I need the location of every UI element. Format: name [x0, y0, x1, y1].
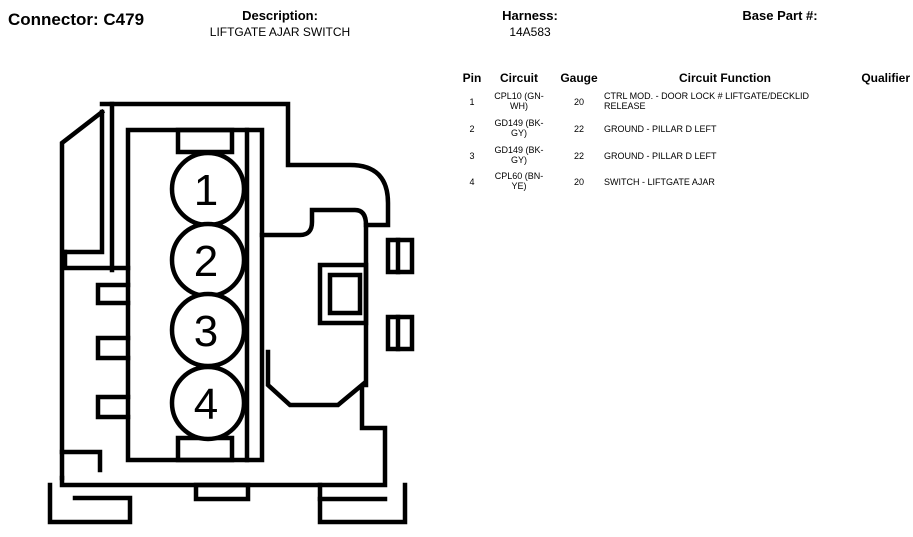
row-function: GROUND - PILLAR D LEFT — [604, 124, 717, 134]
right-shelf — [259, 207, 369, 238]
table-row: 4 CPL60 (BN-YE) 20 SWITCH - LIFTGATE AJA… — [452, 171, 910, 197]
pin-4-circle — [169, 364, 247, 442]
column-header-gauge: Gauge — [560, 71, 598, 85]
description-value: LIFTGATE AJAR SWITCH — [209, 25, 351, 39]
terminal-tab-bottom — [175, 435, 235, 463]
pin-1-label: 1 — [194, 166, 218, 215]
row-function: CTRL MOD. - DOOR LOCK # LIFTGATE/DECKLID… — [604, 91, 810, 111]
row-function: SWITCH - LIFTGATE AJAR — [604, 177, 715, 187]
row-pin: 3 — [469, 151, 475, 161]
housing-left-edge — [59, 108, 106, 481]
pin-3-label: 3 — [194, 307, 218, 356]
table-row: 3 GD149 (BK-GY) 22 GROUND - PILLAR D LEF… — [452, 144, 910, 170]
lock-block-inner — [327, 272, 363, 316]
row-circuit: GD149 (BK-GY) — [494, 118, 544, 138]
lock-block — [317, 262, 369, 326]
column-header-circuit-function: Circuit Function — [679, 71, 771, 85]
connector-title: Connector: C479 — [8, 10, 145, 29]
latch-bottom — [59, 449, 103, 473]
row-circuit: GD149 (BK-GY) — [494, 145, 544, 165]
flange-right — [317, 482, 408, 525]
row-gauge: 20 — [573, 97, 584, 107]
row-pin: 2 — [469, 124, 475, 134]
latch-upper — [95, 282, 131, 306]
table-row: 2 GD149 (BK-GY) 22 GROUND - PILLAR D LEF… — [452, 117, 910, 143]
row-pin: 4 — [469, 177, 475, 187]
column-header-qualifier: Qualifier — [861, 71, 910, 85]
row-pin: 1 — [469, 97, 475, 107]
row-function: GROUND - PILLAR D LEFT — [604, 151, 717, 161]
harness-value: 14A583 — [509, 25, 551, 39]
base-part-label: Base Part #: — [742, 8, 818, 23]
column-header-circuit: Circuit — [499, 71, 538, 85]
table-row: 1 CPL10 (GN-WH) 20 CTRL MOD. - DOOR LOCK… — [452, 90, 910, 116]
harness-label: Harness: — [502, 8, 558, 23]
housing-body-upper — [99, 101, 391, 388]
row-circuit: CPL10 (GN-WH) — [494, 91, 544, 111]
latch-top — [62, 249, 131, 271]
housing-left-step — [62, 109, 105, 255]
row-gauge: 22 — [573, 151, 584, 161]
pin-4-label: 4 — [194, 380, 218, 429]
flange-left — [47, 482, 133, 525]
pin-2-label: 2 — [194, 237, 218, 286]
latch-middle — [95, 335, 131, 361]
flange-center — [193, 482, 251, 502]
row-gauge: 22 — [573, 124, 584, 134]
description-label: Description: — [242, 8, 318, 23]
latch-lower — [95, 394, 131, 420]
row-gauge: 20 — [573, 177, 584, 187]
terminal-tab-top — [175, 127, 235, 155]
column-header-pin: Pin — [462, 71, 482, 85]
row-circuit: CPL60 (BN-YE) — [494, 171, 544, 191]
